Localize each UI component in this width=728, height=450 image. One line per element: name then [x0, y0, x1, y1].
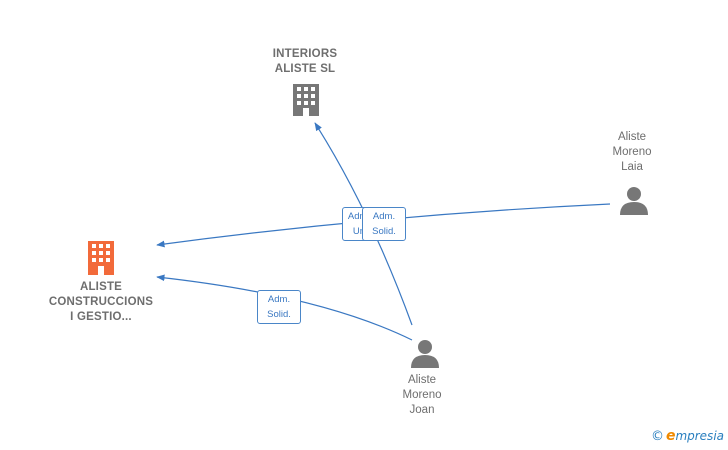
- building-icon[interactable]: [88, 241, 114, 275]
- node-label-main-company[interactable]: ALISTE CONSTRUCCIONS I GESTIO...: [48, 281, 154, 323]
- brand-name: mpresia: [675, 429, 724, 443]
- building-icon[interactable]: [293, 84, 319, 116]
- edge-label-adm-solid-1[interactable]: Adm. Solid.: [362, 207, 406, 241]
- person-icon[interactable]: [620, 187, 648, 215]
- brand-logo-e: e: [665, 428, 676, 444]
- node-label-interiors[interactable]: INTERIORS ALISTE SL: [272, 48, 338, 75]
- empresia-brand: ©empresia: [651, 428, 724, 444]
- copyright-icon: ©: [650, 429, 664, 444]
- edge-joan-to-main[interactable]: [156, 274, 413, 341]
- edge-label-adm-solid-2[interactable]: Adm. Solid.: [257, 290, 301, 324]
- node-label-joan[interactable]: Aliste Moreno Joan: [402, 374, 442, 416]
- person-icon[interactable]: [411, 340, 439, 368]
- node-label-laia[interactable]: Aliste Moreno Laia: [612, 131, 652, 173]
